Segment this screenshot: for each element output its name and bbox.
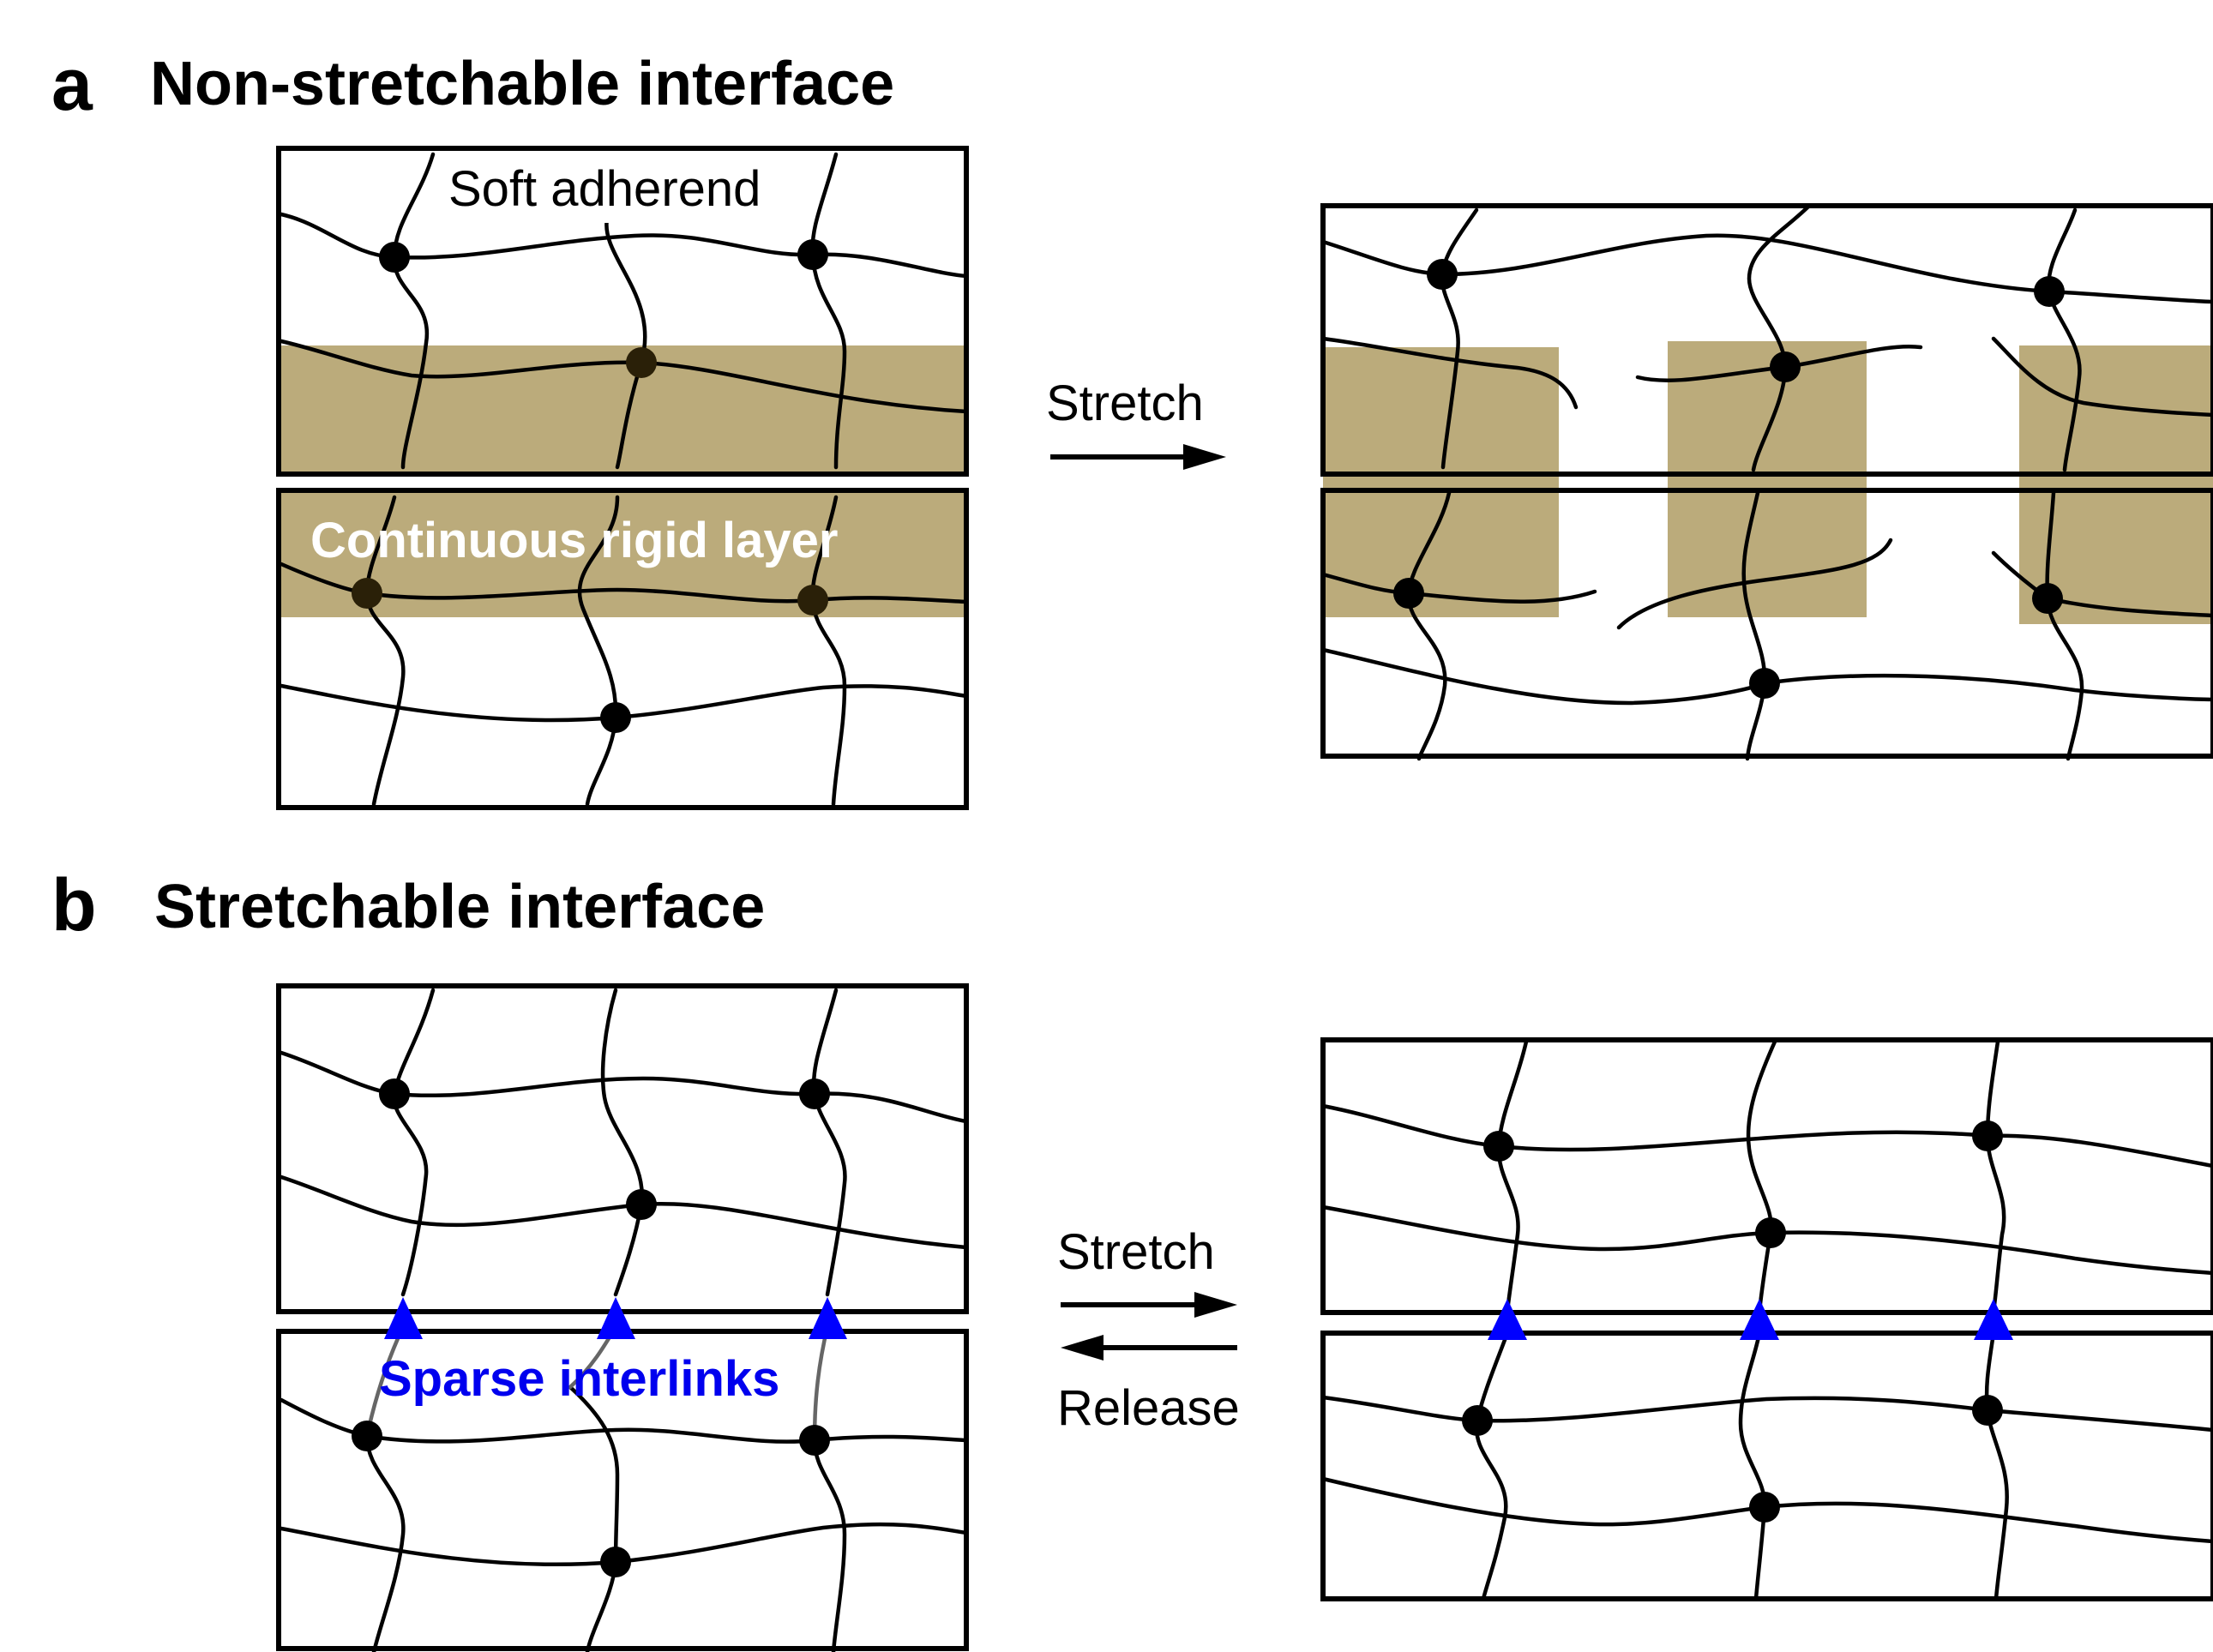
strand [1741,490,1767,761]
interlinks-b-left [384,1297,847,1339]
strand [811,988,847,1297]
strand [1984,1331,2009,1601]
strand [1746,1039,1777,1314]
crosslink-node [1393,578,1424,609]
strand [279,1050,969,1124]
strand [364,495,406,807]
strand [1738,1331,1767,1601]
strand [1991,336,2213,418]
interlink-triangle [1488,1299,1527,1340]
adherend-block-top-b [276,983,969,1314]
strand [1440,207,1479,470]
crosslink-node [1749,1492,1780,1523]
strand [1320,336,1579,410]
adherend-block-bottom [276,488,969,810]
strand [812,1438,847,1652]
panel-a-letter: a [51,44,93,126]
strand [1474,1331,1510,1601]
interlinks-b-right [1488,1299,2013,1340]
crosslink-node [797,585,828,616]
strand [2047,207,2082,472]
crosslink-node [2032,583,2063,614]
crosslink-node [1770,351,1801,382]
soft-adherend-label: Soft adherend [448,161,761,217]
strand [1320,1103,2213,1168]
crosslink-node [797,239,828,270]
panel-a-title: Non-stretchable interface [150,50,894,118]
rigid-layer-label: Continuous rigid layer [310,513,839,568]
stretch-arrow-a [1050,444,1226,470]
adherend-block-top-b-stretched [1320,1037,2213,1315]
crosslink-node [1972,1120,2003,1151]
strand [1406,490,1452,761]
crosslink-node [1462,1405,1493,1436]
rigid-fragment [1668,341,1867,617]
strand [810,495,847,807]
crosslink-node [352,1421,382,1451]
strand [568,1385,620,1565]
stretch-arrow-label-a: Stretch [1046,375,1204,431]
panel-b-right-crosslinks [1462,1120,2003,1523]
crosslink-node [1483,1131,1514,1162]
strand [364,1433,406,1652]
adherend-block-top-stretched [1320,203,2213,477]
crosslink-node [379,1078,410,1109]
panel-b-letter: b [51,864,97,946]
crosslink-node [799,1078,830,1109]
strand [810,152,847,470]
strand [279,339,969,414]
strand [279,1174,969,1250]
crosslink-node [1427,259,1458,290]
rigid-layer-top-band [279,345,966,476]
strand [1747,203,1812,472]
adherend-block-top [276,146,969,477]
crosslink-node [2034,276,2065,307]
strand [392,152,436,470]
adherend-block-bottom-b-stretched [1320,1331,2213,1601]
crosslink-node [799,1425,830,1456]
release-arrow-label-b: Release [1057,1380,1240,1436]
crosslink-node [1755,1217,1786,1248]
panel-b-title: Stretchable interface [154,873,765,941]
panel-a-left-crosslinks [352,239,828,733]
crosslink-node [600,702,631,733]
panel-b-left-crosslinks [352,1078,830,1577]
interlink-triangle [384,1297,423,1339]
crosslink-node [626,347,657,378]
interlink-triangle [1740,1299,1779,1340]
label-backdrop [442,154,810,223]
interlink-triangle [597,1297,635,1339]
strand [392,988,436,1297]
strand [1616,538,1893,630]
strand [600,988,645,1297]
adherend-block-bottom-stretched [1320,488,2213,759]
stretch-arrow-b [1061,1292,1237,1318]
crosslink-node [600,1547,631,1577]
crosslink-node [352,578,382,609]
rigid-layer-fragments [1323,341,2213,624]
interlink-triangle [809,1297,847,1339]
strand [279,212,969,279]
stretch-arrow-label-b: Stretch [1057,1224,1215,1280]
crosslink-node [1749,668,1780,699]
sparse-interlinks-label: Sparse interlinks [379,1351,779,1407]
crosslink-node [626,1189,657,1220]
strand [577,495,620,807]
interlink-strand [812,1325,830,1443]
strand [1320,1395,2213,1433]
interlink-triangle [1974,1299,2013,1340]
crosslink-node [379,242,410,273]
rigid-fragment [1323,347,1559,617]
panel-a-right-crosslinks [1393,259,2065,699]
strand [1985,1039,2006,1314]
release-arrow-b [1061,1335,1237,1361]
crosslink-node [1972,1395,2003,1426]
strand [1496,1039,1529,1314]
strand [2045,490,2084,761]
